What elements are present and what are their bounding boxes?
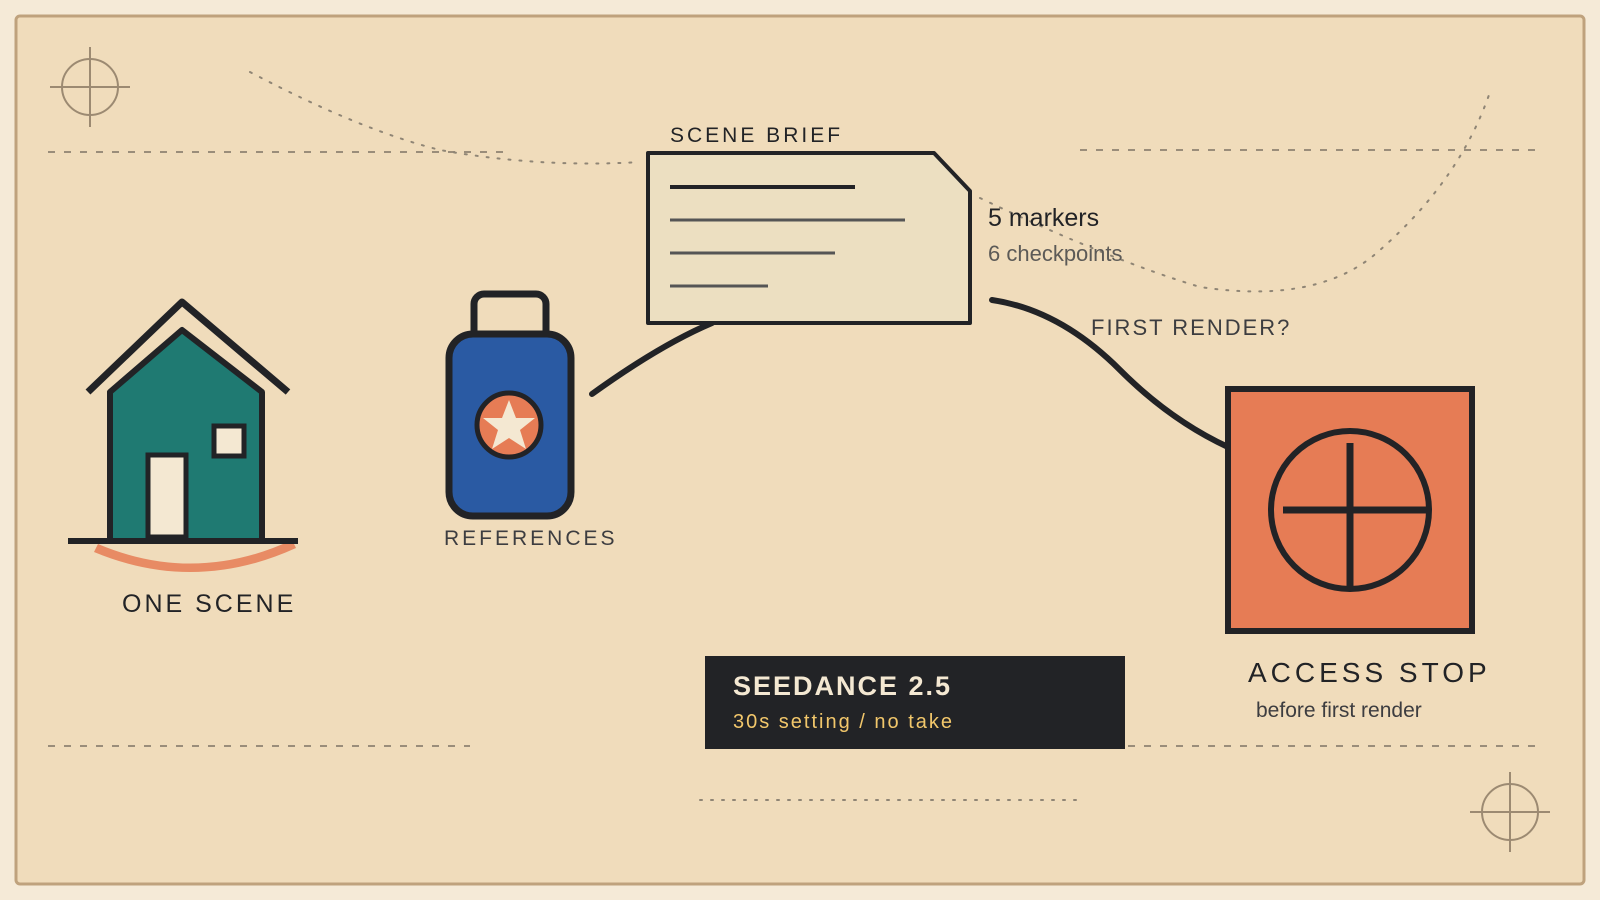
registration-mark-icon (1470, 772, 1550, 852)
access-stop-title: ACCESS STOP (1248, 657, 1491, 688)
references-label: REFERENCES (444, 527, 618, 550)
registration-mark-icon (50, 47, 130, 127)
access-stop-subtitle: before first render (1256, 699, 1422, 722)
model-badge: SEEDANCE 2.5 30s setting / no take (705, 656, 1125, 749)
suitcase-icon (445, 290, 575, 520)
first-render-label: FIRST RENDER? (1091, 315, 1291, 340)
checkpoints-count: 6 checkpoints (988, 241, 1123, 266)
markers-count: 5 markers (988, 204, 1099, 232)
house-icon (68, 298, 298, 573)
guide-lines (48, 149, 1535, 747)
model-badge-subtitle: 30s setting / no take (733, 711, 954, 733)
crosshair-icon (1225, 386, 1475, 634)
document-icon (646, 151, 972, 325)
scene-label: ONE SCENE (122, 590, 296, 618)
brief-label: SCENE BRIEF (670, 124, 843, 147)
connector-lines (589, 297, 1231, 450)
model-badge-title: SEEDANCE 2.5 (733, 671, 952, 701)
star-icon (483, 400, 535, 449)
panel-frame (14, 14, 1586, 886)
dotted-arcs (249, 71, 1491, 801)
